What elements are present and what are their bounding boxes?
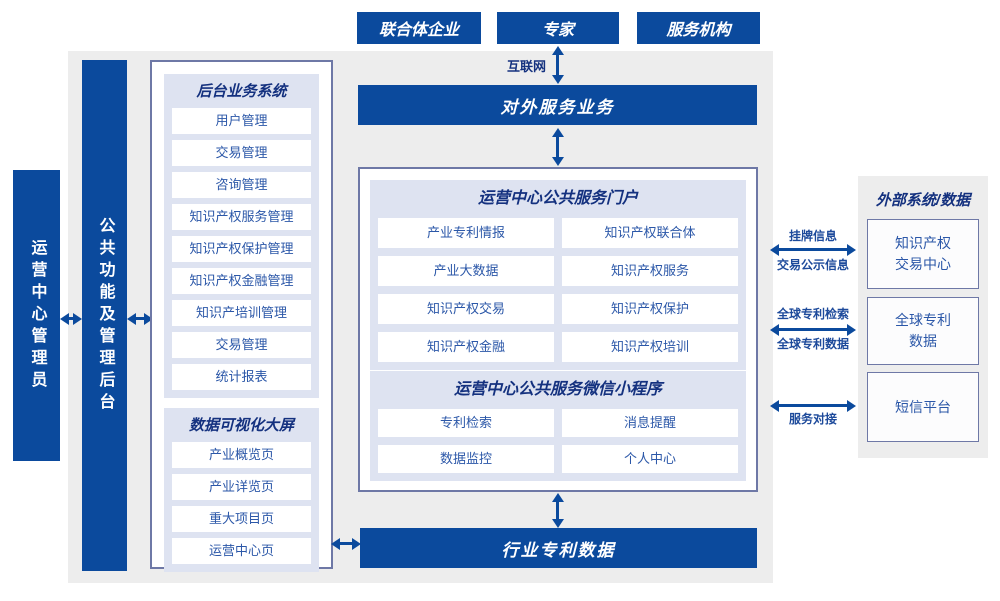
external-service-bar: 对外服务业务 (358, 85, 757, 125)
external-systems-panel: 外部系统/数据 知识产权 交易中心 全球专利 数据 短信平台 (858, 176, 988, 458)
portal-item: 知识产权联合体 (562, 218, 738, 248)
miniprogram-panel: 运营中心公共服务微信小程序 专利检索 消息提醒 数据监控 个人中心 (370, 371, 746, 481)
admin-backend-container: 后台业务系统 用户管理 交易管理 咨询管理 知识产权服务管理 知识产权保护管理 … (150, 60, 333, 572)
connector-service-portal-arrow-icon (551, 128, 564, 166)
dashboard-title: 数据可视化大屏 (188, 417, 294, 434)
menu-item: 知识产权保护管理 (172, 236, 311, 262)
connector-global-patent-arrow-icon (770, 323, 856, 336)
menu-item: 重大项目页 (172, 506, 311, 532)
menu-item: 统计报表 (172, 364, 311, 390)
menu-item: 知识产权服务管理 (172, 204, 311, 230)
portal-item: 知识产权培训 (562, 332, 738, 362)
link-label-listing-info: 挂牌信息 (788, 229, 837, 243)
center-platform-container: 运营中心公共服务门户 产业专利情报 知识产权联合体 产业大数据 知识产权服务 知… (358, 167, 758, 492)
admin-system-title: 后台业务系统 (196, 83, 287, 100)
menu-item: 知识产培训管理 (172, 300, 311, 326)
menu-item: 交易管理 (172, 332, 311, 358)
industry-patent-data-bar: 行业专利数据 (360, 528, 757, 568)
external-box-global-patent-data: 全球专利 数据 (867, 297, 979, 365)
connector-internet-arrow-icon (551, 46, 564, 84)
admin-system-panel: 后台业务系统 用户管理 交易管理 咨询管理 知识产权服务管理 知识产权保护管理 … (164, 74, 319, 398)
connector-ip-trade-center-arrow-icon (770, 243, 856, 256)
portal-item: 知识产权保护 (562, 294, 738, 324)
portal-item: 知识产权金融 (378, 332, 554, 362)
miniprogram-item: 个人中心 (562, 445, 738, 473)
actor-consortium-enterprises: 联合体企业 (357, 12, 481, 44)
backend-management-bar: 公共功能及管理后台 (82, 60, 127, 571)
portal-item: 知识产权交易 (378, 294, 554, 324)
portal-item: 产业大数据 (378, 256, 554, 286)
connector-sms-platform-arrow-icon (770, 399, 856, 412)
portal-title: 运营中心公共服务门户 (477, 190, 638, 207)
menu-item: 产业概览页 (172, 442, 311, 468)
link-label-trade-publicity-info: 交易公示信息 (776, 258, 849, 272)
actor-service-agencies: 服务机构 (637, 12, 760, 44)
menu-item: 知识产权金融管理 (172, 268, 311, 294)
link-label-global-patent-data: 全球专利数据 (776, 337, 849, 351)
link-label-service-docking: 服务对接 (788, 412, 837, 426)
actor-experts: 专家 (497, 12, 619, 44)
connector-dashboard-data-arrow-icon (331, 537, 361, 550)
miniprogram-item: 专利检索 (378, 409, 554, 437)
connector-backend-admin-arrow-icon (127, 312, 153, 325)
menu-item: 用户管理 (172, 108, 311, 134)
portal-item: 知识产权服务 (562, 256, 738, 286)
miniprogram-item: 消息提醒 (562, 409, 738, 437)
menu-item: 产业详览页 (172, 474, 311, 500)
connector-operator-backend-arrow-icon (60, 312, 82, 325)
miniprogram-item: 数据监控 (378, 445, 554, 473)
external-box-sms-platform: 短信平台 (867, 372, 979, 442)
portal-item: 产业专利情报 (378, 218, 554, 248)
dashboard-panel: 数据可视化大屏 产业概览页 产业详览页 重大项目页 运营中心页 (164, 408, 319, 572)
external-box-ip-trade-center: 知识产权 交易中心 (867, 219, 979, 289)
menu-item: 咨询管理 (172, 172, 311, 198)
menu-item: 运营中心页 (172, 538, 311, 564)
internet-label: 互联网 (506, 59, 546, 74)
operator-admin-bar: 运营中心管理员 (13, 170, 60, 461)
connector-portal-data-arrow-icon (551, 493, 564, 528)
portal-panel: 运营中心公共服务门户 产业专利情报 知识产权联合体 产业大数据 知识产权服务 知… (370, 180, 746, 370)
external-systems-title: 外部系统/数据 (875, 192, 971, 209)
miniprogram-title: 运营中心公共服务微信小程序 (453, 381, 662, 398)
link-label-global-patent-search: 全球专利检索 (776, 307, 849, 321)
menu-item: 交易管理 (172, 140, 311, 166)
